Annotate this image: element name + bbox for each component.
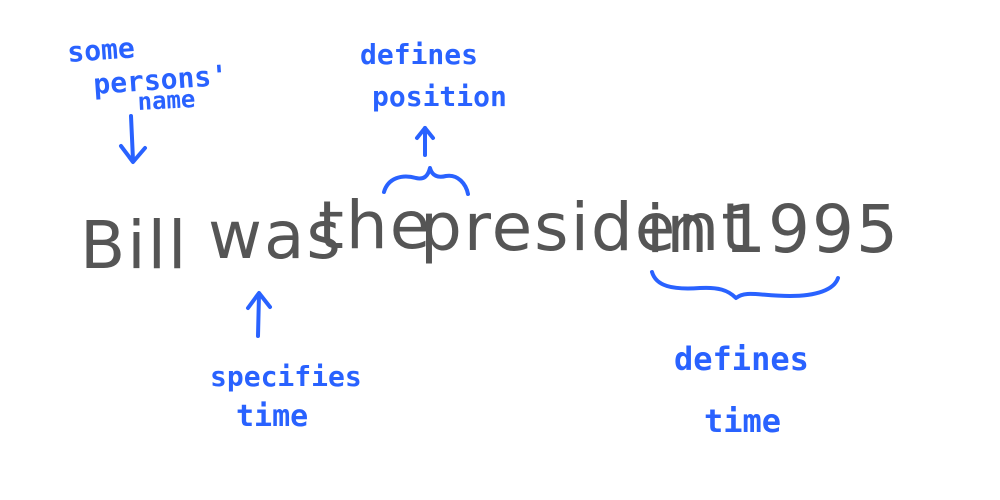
word-bill: Bill [80, 207, 188, 284]
arrow-down-icon [119, 114, 147, 164]
time-annotation: defines time [650, 270, 840, 440]
time-note-line-2: time [704, 402, 781, 440]
word-was: was [208, 197, 343, 274]
arrow-up-icon [415, 126, 435, 157]
specifies-note-line-1: specifies [210, 360, 362, 393]
name-note-line-1: some [66, 31, 136, 69]
brace-under-in-1995 [650, 270, 840, 300]
position-note-line-1: defines [360, 38, 478, 71]
word-president: president [420, 189, 749, 266]
brace-over-president [382, 166, 470, 196]
word-1995: 1995 [724, 191, 900, 268]
arrow-up-icon [246, 291, 272, 338]
position-note-line-2: position [372, 80, 507, 113]
specifies-annotation: specifies time [210, 291, 362, 434]
word-in: in [646, 191, 710, 268]
position-annotation: defines position [360, 38, 507, 196]
time-note-line-1: defines [674, 340, 809, 378]
name-annotation: some persons' name [66, 31, 229, 164]
word-the: the [318, 187, 432, 264]
sentence: Bill was the president in 1995 [80, 187, 900, 284]
specifies-note-line-2: time [236, 399, 308, 434]
name-note-line-3: name [137, 85, 196, 116]
